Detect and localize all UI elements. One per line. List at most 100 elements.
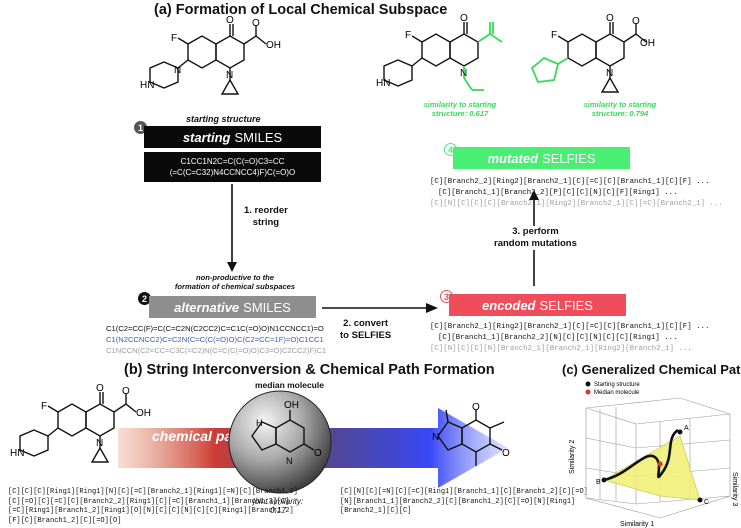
- starting-smiles-box: C1CC1N2C=C(C(=O)C3=CC (=C(C=C32)N4CCNCC4…: [144, 152, 321, 182]
- similarity-left-line1: similarity to starting: [423, 100, 497, 109]
- non-productive-note: non-productive to the formation of chemi…: [150, 273, 320, 291]
- encoded-selfies-line2: [C][Branch1_1][Branch2_2][N][C][C][N][C]…: [438, 334, 678, 342]
- step-number-1: 1: [134, 121, 147, 134]
- panel-b-left-line3: [=C][Ring1][Branch1_2][Ring1][O][N][C][C…: [8, 507, 294, 516]
- oxygen-label: O: [226, 15, 234, 26]
- nitrogen-label-2: N: [174, 65, 181, 76]
- step-1-line2: string: [252, 217, 280, 228]
- median-oxygen: O: [314, 448, 322, 459]
- panel-b-left-line2: [C][=O][C][=C][C][Branch2_2][Ring1][C][=…: [8, 497, 290, 506]
- non-productive-line1: non-productive to the: [195, 273, 275, 282]
- legend-starting-structure: Starting structure: [594, 382, 640, 388]
- encoded-selfies-line1: [C][Branch2_1][Ring2][Branch2_1][C][=C][…: [430, 323, 710, 331]
- legend-median-molecule: Median molecule: [594, 390, 640, 396]
- encoded-selfies-line3: [C][N][C][C][N][Branch2_1][Branch2_1][Ri…: [430, 345, 692, 353]
- mutated-selfies-bar-italic: mutated: [487, 150, 539, 166]
- point-b-label: B: [596, 479, 601, 486]
- alternative-smiles-bar-italic: alternative: [174, 299, 240, 315]
- panel-b-target-molecule: O O N: [432, 402, 510, 466]
- step-1-label: 1. reorder string: [244, 205, 288, 229]
- panel-c-title: (c) Generalized Chemical Path: [562, 362, 741, 377]
- mutated-1-oxygen: O: [460, 13, 468, 24]
- joint-similarity: joint similarity: 0.17: [238, 497, 318, 515]
- joint-similarity-line1: joint similarity:: [252, 497, 304, 506]
- hydroxyl-label: OH: [266, 40, 281, 51]
- mutated-1-fluorine: F: [405, 30, 411, 41]
- fluorine-label: F: [171, 33, 177, 44]
- similarity-right: similarity to starting structure: 0.794: [560, 100, 680, 118]
- caffeine-oxygen-2: O: [502, 448, 510, 459]
- caffeine-nitrogen: N: [432, 432, 439, 443]
- mutated-selfies-line3: [C][N][C][C][C][Branch2_1][Ring2][Branch…: [430, 200, 723, 208]
- x-axis-label: Similarity 1: [620, 521, 654, 528]
- panel-b-hydroxyl: OH: [136, 408, 151, 419]
- alternative-smiles-2: C1(N2CCNCC2)C=C2N(C=C(C(=O)O)C(C2=CC=1F)…: [106, 335, 324, 344]
- step-3-label: 3. perform random mutations: [494, 226, 577, 250]
- mutated-2-nitrogen: N: [606, 68, 613, 79]
- starting-molecule-structure: F O O OH N N HN: [140, 15, 281, 95]
- step-2-line2: to SELFIES: [340, 330, 392, 341]
- encoded-selfies-bar-text: SELFIES: [539, 297, 593, 313]
- encoded-selfies-bar-italic: encoded: [482, 297, 536, 313]
- point-a-label: A: [684, 425, 689, 432]
- panel-b-oxygen: O: [96, 383, 104, 394]
- panel-b-left-line4: [F][C][Branch1_2][C][=O][O]: [8, 516, 122, 525]
- oxygen-label-acid: O: [252, 18, 260, 29]
- starting-smiles-line1: C1CC1N2C=C(C(=O)C3=CC: [180, 157, 285, 166]
- step-number-2: 2: [138, 292, 151, 305]
- median-hydroxyl: OH: [284, 400, 299, 411]
- mutated-2-hydroxyl: OH: [640, 38, 655, 49]
- panel-b-left-line1: [C][C][C][Ring1][Ring1][N][C][=C][Branch…: [8, 488, 298, 496]
- mutated-selfies-line2: [C][Branch1_1][Branch2_2][P][C][C][N][C]…: [438, 189, 678, 197]
- joint-similarity-line2: 0.17: [270, 506, 286, 515]
- step-1-line1: 1. reorder: [244, 205, 288, 216]
- median-nitrogen: N: [286, 456, 293, 466]
- arrow-convert: [322, 303, 438, 313]
- generalized-path-3d-plot: Starting structure Median molecule A B C…: [569, 381, 738, 528]
- panel-b-right-line1: [C][N][C][=N][C][=C][Ring1][Branch1_1][C…: [340, 488, 588, 496]
- y-axis-label: Similarity 2: [569, 440, 576, 474]
- panel-b-right-line3: [Branch2_1][C][C]: [340, 507, 412, 516]
- panel-b-left-selfies: [C][C][C][Ring1][Ring1][N][C][=C][Branch…: [8, 488, 298, 526]
- nitrogen-label: N: [226, 70, 233, 81]
- panel-b-right-selfies: [C][N][C][=N][C][=C][Ring1][Branch1_1][C…: [340, 488, 588, 517]
- chemical-path-label: chemical path: [152, 428, 246, 444]
- step-2-line1: 2. convert: [343, 318, 389, 329]
- mutated-2-fluorine: F: [551, 30, 557, 41]
- mutated-molecule-2: F O O OH N: [530, 13, 655, 93]
- mutated-2-oxygen-acid: O: [632, 16, 640, 27]
- panel-b-title: (b) String Interconversion & Chemical Pa…: [124, 362, 495, 378]
- alternative-smiles-bar-text: SMILES: [243, 299, 291, 315]
- panel-b-right-line2: [N][Branch1_1][Branch2_2][C][Branch1_2][…: [340, 497, 576, 506]
- similarity-right-line1: similarity to starting: [583, 100, 657, 109]
- alternative-smiles-1: C1(C2=CC(F)=C(C=C2N(C2CC2)C=C1C(=O)O)N1C…: [106, 324, 324, 333]
- caffeine-oxygen-1: O: [472, 402, 480, 413]
- mutated-selfies-line1: [C][Branch2_2][Ring2][Branch2_1][C][=C][…: [430, 178, 710, 186]
- step-3-line2: random mutations: [494, 238, 577, 249]
- mutated-selfies-bar-text: SELFIES: [542, 150, 596, 166]
- starting-smiles-bar-italic: starting: [182, 129, 231, 145]
- panel-b-amine: HN: [10, 448, 24, 459]
- similarity-left-line2: structure: 0.617: [431, 109, 489, 118]
- starting-smiles-line2: (=C(C=C32)N4CCNCC4)F)C(=O)O: [169, 168, 296, 177]
- panel-b-oxygen-acid: O: [122, 386, 130, 397]
- starting-structure-caption: starting structure: [186, 114, 261, 124]
- alternative-smiles-3: C1NCCN(C2=CC=C3C(=C2)N(C=C(C(=O)O)C3=O)C…: [106, 346, 327, 355]
- step-3-line1: 3. perform: [512, 226, 559, 237]
- panel-b-start-molecule: F O O OH N HN: [10, 383, 151, 463]
- panel-b-nitrogen: N: [96, 438, 103, 449]
- mutated-2-oxygen: O: [606, 13, 614, 24]
- median-molecule-label: median molecule: [255, 380, 324, 390]
- median-nitrogen-h: H: [256, 418, 263, 428]
- non-productive-line2: formation of chemical subspaces: [174, 282, 296, 291]
- mutated-1-amine: HN: [376, 78, 390, 89]
- point-c-label: C: [704, 499, 709, 506]
- similarity-right-line2: structure: 0.794: [591, 109, 649, 118]
- mutated-1-nitrogen: N: [460, 68, 467, 79]
- amine-label: HN: [140, 80, 154, 91]
- starting-smiles-bar-text: SMILES: [234, 129, 283, 145]
